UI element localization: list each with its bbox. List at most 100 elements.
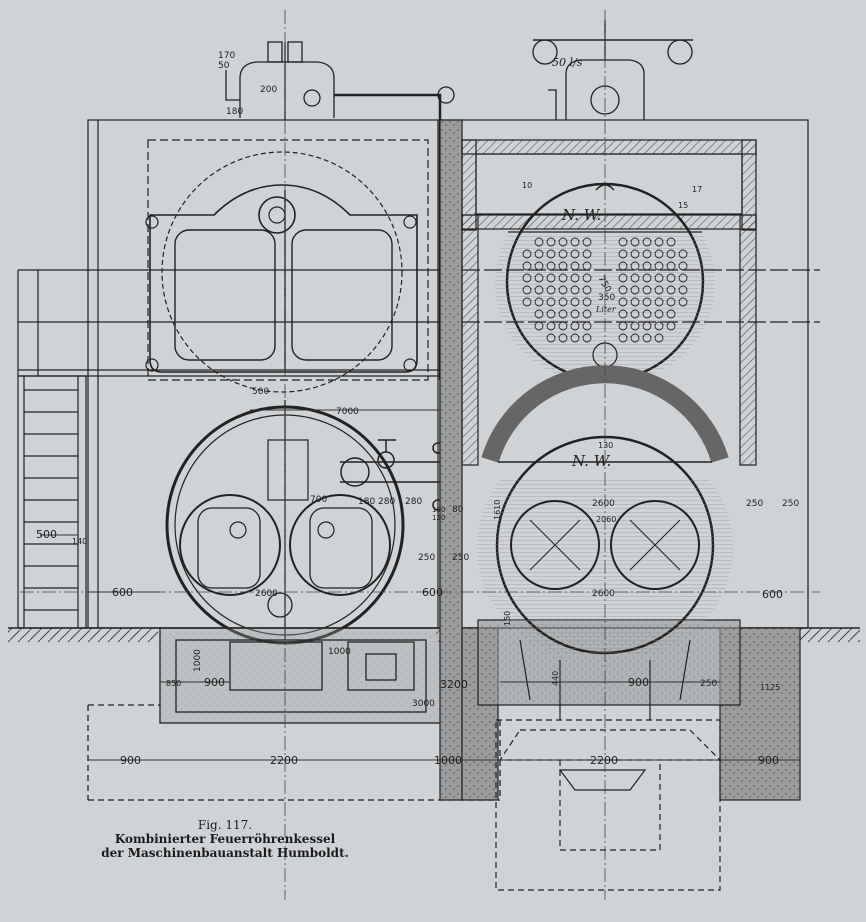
fire-tube bbox=[654, 321, 664, 331]
fire-tube bbox=[630, 297, 640, 307]
dim-180b: 180 bbox=[358, 497, 375, 507]
dim-500-side: 500 bbox=[36, 528, 57, 541]
fire-tube bbox=[534, 285, 544, 295]
dim-180: 180 bbox=[226, 107, 243, 117]
dim-900-r: 900 bbox=[628, 676, 649, 689]
dim-1125: 1125 bbox=[760, 683, 780, 692]
ash-pit bbox=[495, 719, 722, 891]
fire-tube bbox=[546, 333, 556, 343]
fire-tube bbox=[570, 261, 580, 271]
dim-250-r: 250 bbox=[700, 679, 717, 689]
fire-tube bbox=[654, 285, 664, 295]
dim-250b: 250 bbox=[452, 553, 469, 563]
flow-50ls: 50 l/s bbox=[552, 56, 583, 69]
fire-tube bbox=[558, 285, 568, 295]
dim-900-bl: 900 bbox=[120, 754, 141, 767]
dimension-lines bbox=[40, 409, 800, 761]
fire-tube bbox=[642, 261, 652, 271]
dim-120: 120 bbox=[432, 514, 445, 522]
fire-tube bbox=[546, 273, 556, 283]
dim-1000b: 1000 bbox=[328, 647, 351, 657]
fire-tube bbox=[666, 285, 676, 295]
dim-280a: 280 bbox=[378, 497, 395, 507]
fire-tube bbox=[558, 237, 568, 247]
fire-tube bbox=[618, 297, 628, 307]
fire-tube bbox=[654, 333, 664, 343]
fire-tube bbox=[582, 297, 592, 307]
fire-tube bbox=[642, 285, 652, 295]
dim-250a: 250 bbox=[418, 553, 435, 563]
fire-tube bbox=[546, 237, 556, 247]
top-fittings-right bbox=[532, 20, 693, 120]
fire-tube bbox=[618, 309, 628, 319]
fire-tube bbox=[534, 261, 544, 271]
dimension-labels: 170 50 200 180 50 l/s 500 7000 700 180 2… bbox=[36, 51, 799, 767]
fire-tube bbox=[558, 273, 568, 283]
dim-15: 15 bbox=[678, 201, 688, 210]
fire-tube bbox=[546, 249, 556, 259]
fire-tube bbox=[582, 261, 592, 271]
fire-tube bbox=[546, 297, 556, 307]
fire-tube bbox=[522, 285, 532, 295]
dim-440: 440 bbox=[551, 671, 560, 686]
dim-2600-left: 2600 bbox=[255, 589, 278, 599]
dim-700: 700 bbox=[310, 495, 327, 505]
fire-tube bbox=[570, 297, 580, 307]
fire-tube bbox=[630, 285, 640, 295]
dim-900-pit: 900 bbox=[204, 676, 225, 689]
dim-2200: 2200 bbox=[270, 754, 298, 767]
label-nw-bottom: N. W. bbox=[571, 452, 611, 470]
staircase bbox=[17, 375, 87, 629]
fire-tube bbox=[654, 237, 664, 247]
fire-tube bbox=[642, 333, 652, 343]
dim-130: 130 bbox=[598, 441, 613, 450]
feed-pipe bbox=[340, 439, 450, 511]
fire-tube bbox=[546, 321, 556, 331]
dim-1610: 1610 bbox=[493, 500, 502, 520]
fire-tube bbox=[618, 261, 628, 271]
dim-1000c: 1000 bbox=[434, 754, 462, 767]
upper-drum-left bbox=[145, 151, 418, 393]
fire-tube bbox=[558, 321, 568, 331]
dim-3200: 3200 bbox=[440, 678, 468, 691]
fire-tube bbox=[582, 285, 592, 295]
dim-17: 17 bbox=[692, 185, 702, 194]
dim-2600-r2: 2600 bbox=[592, 589, 615, 599]
fire-tube bbox=[678, 273, 688, 283]
dim-7000: 7000 bbox=[336, 407, 359, 417]
dim-2200r: 2200 bbox=[590, 754, 618, 767]
fire-tube bbox=[654, 261, 664, 271]
dim-170: 170 bbox=[218, 51, 235, 61]
fire-tube bbox=[618, 249, 628, 259]
fire-tube bbox=[534, 297, 544, 307]
fire-tube bbox=[666, 249, 676, 259]
fire-tube bbox=[630, 237, 640, 247]
fire-tube bbox=[618, 321, 628, 331]
fire-tube bbox=[642, 237, 652, 247]
caption-line-2: der Maschinenbauanstalt Humboldt. bbox=[101, 846, 349, 860]
fire-tube bbox=[666, 309, 676, 319]
fire-tube bbox=[666, 261, 676, 271]
fire-tube bbox=[666, 297, 676, 307]
dim-2060: 2060 bbox=[596, 515, 616, 524]
dim-900-br: 900 bbox=[758, 754, 779, 767]
dim-10: 10 bbox=[522, 181, 532, 190]
fire-tube bbox=[678, 285, 688, 295]
fire-tube bbox=[570, 333, 580, 343]
fire-tube bbox=[546, 309, 556, 319]
fire-tube bbox=[546, 261, 556, 271]
fire-tube bbox=[558, 261, 568, 271]
dim-50: 50 bbox=[218, 61, 230, 71]
fire-tube bbox=[570, 249, 580, 259]
figure-number: Fig. 117. bbox=[197, 818, 253, 832]
fire-tube bbox=[570, 321, 580, 331]
label-nw-top: N. W. bbox=[561, 206, 601, 224]
fire-tube bbox=[534, 249, 544, 259]
masonry-right bbox=[439, 119, 809, 801]
dim-600-mid: 600 bbox=[422, 586, 443, 599]
dim-250-rr2: 250 bbox=[782, 499, 799, 509]
dim-600-left: 600 bbox=[112, 586, 133, 599]
fire-tube bbox=[630, 273, 640, 283]
